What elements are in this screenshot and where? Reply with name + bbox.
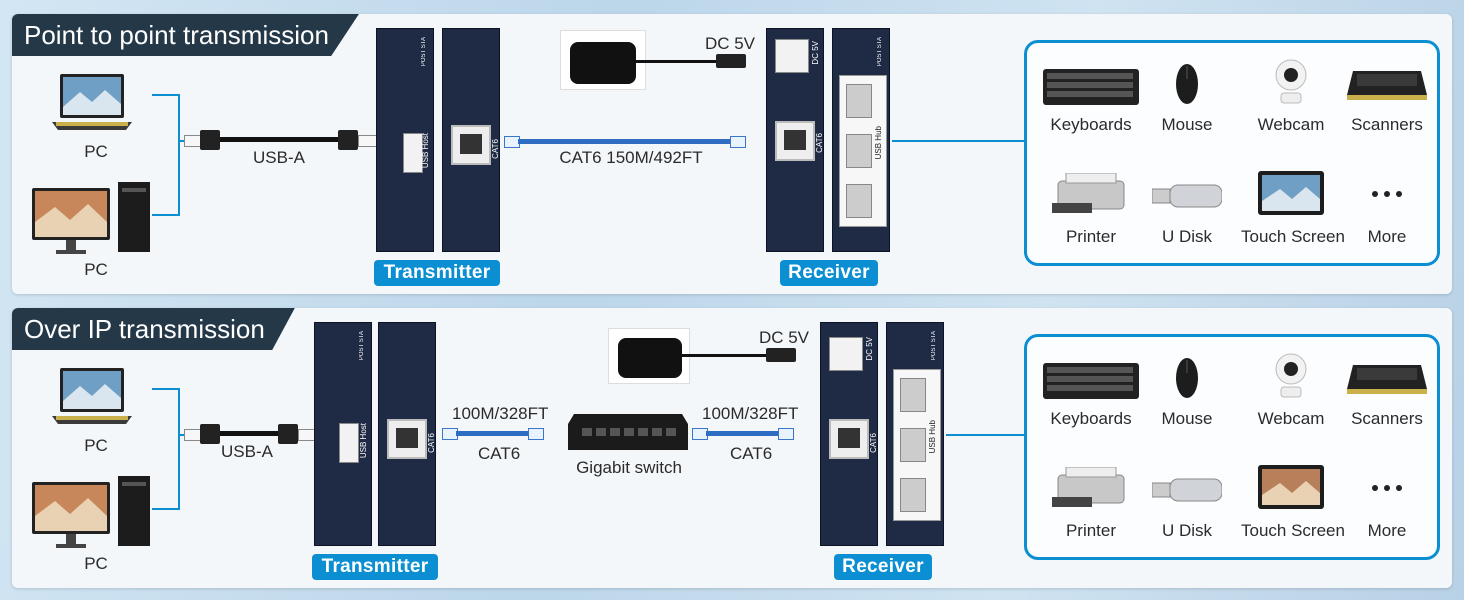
device-connector-line [946,434,1026,436]
network-switch-icon [568,414,688,450]
laptop-icon [50,366,134,432]
touch-screen-icon [1258,171,1324,215]
usb-host-port [339,423,359,463]
more-icon [1372,485,1402,491]
usb-devices-box: Keyboards Mouse Webcam Scanners Printer … [1024,334,1440,560]
transmitter-label: Transmitter [312,554,438,580]
pc-connector-bracket [152,94,180,216]
usb-devices-box: Keyboards Mouse Webcam Scanners Printer … [1024,40,1440,266]
pc-label: PC [84,142,108,161]
receiver-label: Receiver [780,260,878,286]
cat6-port [387,419,427,459]
usb-host-port [403,133,423,173]
usb-hub-label: USB Hub [874,126,883,160]
more-icon [1372,191,1402,197]
led-labels: POST STA [421,37,427,67]
usb-disk-icon [1152,184,1222,208]
cat6-port [829,419,869,459]
keyboard-icon [1043,363,1139,399]
cat6-link-length-label: 100M/328FT [452,404,549,423]
panel-title: Point to point transmission [12,14,359,56]
cat6-link-length-label: 100M/328FT [702,404,799,423]
cat6-link-type-label: CAT6 [730,444,773,463]
desktop-pc-icon [30,476,154,554]
webcam-icon [1275,353,1307,398]
usb-cable-label: USB-A [253,148,305,167]
switch-label: Gigabit switch [576,458,682,477]
cat6-port [775,121,815,161]
transmitter-label: Transmitter [374,260,500,286]
cat6-port-label: CAT6 [815,133,824,153]
led-labels: POST STA [877,37,883,67]
receiver-side: POST STA USB Hub [886,322,944,546]
cat6-link-label: CAT6 150M/492FT [559,148,703,167]
usb-hub-panel: USB Hub [839,75,887,227]
dc-port-label: DC 5V [865,337,874,361]
panel-title: Over IP transmission [12,308,295,350]
receiver-side: POST STA USB Hub [832,28,890,252]
power-label: DC 5V [704,34,756,53]
usb-hub-panel: USB Hub [893,369,941,521]
transmitter-side: CAT6 [442,28,500,252]
receiver-label: Receiver [834,554,932,580]
power-label: DC 5V [758,328,810,347]
touch-screen-icon [1258,465,1324,509]
cat6-port-label: CAT6 [491,139,500,159]
receiver-device: DC 5V CAT6 [820,322,878,546]
dc-power-port [775,39,809,73]
led-labels: POST STA [359,331,365,361]
over-ip-panel: Over IP transmission PC PC USB-A [12,308,1452,588]
device-connector-line [892,140,1026,142]
dc-port-label: DC 5V [811,41,820,65]
scanner-icon [1347,71,1427,100]
point-to-point-panel: Point to point transmission PC PC [12,14,1452,294]
cat6-port [451,125,491,165]
laptop-icon [50,72,134,138]
cat6-port-label: CAT6 [869,433,878,453]
usb-hub-label: USB Hub [928,420,937,454]
pc-label: PC [84,554,108,573]
pc-label: PC [84,436,108,455]
usb-cable-label: USB-A [221,442,273,461]
keyboard-icon [1043,69,1139,105]
scanner-icon [1347,365,1427,394]
mouse-icon [1176,358,1198,398]
printer-icon [1052,467,1125,507]
webcam-icon [1275,59,1307,104]
transmitter-side: CAT6 [378,322,436,546]
printer-icon [1052,173,1125,213]
pc-label: PC [84,260,108,279]
cat6-port-label: CAT6 [427,433,436,453]
usb-host-label: USB Host [421,133,430,169]
receiver-device: DC 5V CAT6 [766,28,824,252]
cat6-link-type-label: CAT6 [478,444,521,463]
desktop-pc-icon [30,182,154,260]
mouse-icon [1176,64,1198,104]
transmitter-device: POST STA USB Host [314,322,372,546]
usb-disk-icon [1152,478,1222,502]
transmitter-device: POST STA USB Host [376,28,434,252]
dc-power-port [829,337,863,371]
usb-host-label: USB Host [359,423,368,459]
pc-connector-bracket [152,388,180,510]
led-labels: POST STA [931,331,937,361]
